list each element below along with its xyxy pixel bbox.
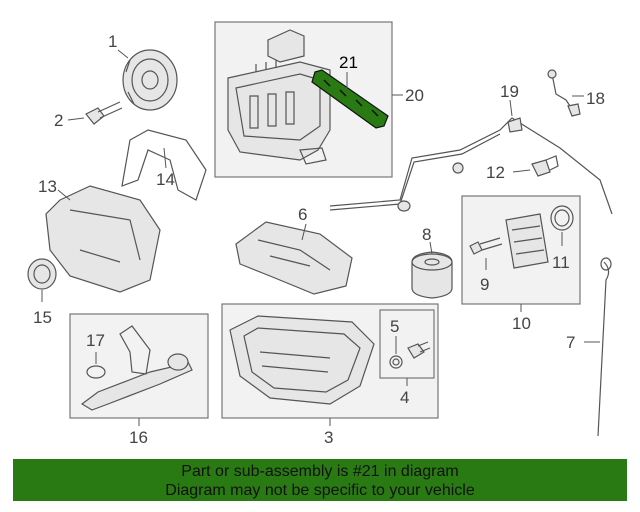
pulley-bolt-2[interactable] — [85, 101, 123, 125]
timing-cover-13[interactable] — [45, 185, 161, 293]
info-banner: Part or sub-assembly is #21 in diagram D… — [13, 459, 627, 501]
oil-sensor-18[interactable] — [547, 69, 581, 117]
oil-baffle-6[interactable] — [235, 221, 353, 295]
callout-20[interactable]: 20 — [405, 86, 424, 105]
banner-line-2: Diagram may not be specific to your vehi… — [165, 482, 475, 499]
callout-17[interactable]: 17 — [86, 331, 105, 350]
callout-15[interactable]: 15 — [33, 308, 52, 327]
oil-pump-pickup[interactable] — [80, 325, 193, 411]
crank-seal-15[interactable] — [27, 258, 57, 290]
callout-18[interactable]: 18 — [586, 89, 605, 108]
callout-19[interactable]: 19 — [500, 82, 519, 101]
callout-16[interactable]: 16 — [129, 428, 148, 447]
dipstick-7[interactable] — [597, 257, 612, 437]
oil-cooler[interactable] — [505, 213, 549, 269]
callout-8[interactable]: 8 — [422, 225, 431, 244]
callout-21[interactable]: 21 — [339, 53, 358, 72]
callout-14[interactable]: 14 — [156, 170, 175, 189]
callout-7[interactable]: 7 — [566, 333, 575, 352]
drain-plug-5[interactable] — [407, 341, 431, 359]
callout-11[interactable]: 11 — [552, 253, 570, 272]
callout-6[interactable]: 6 — [298, 205, 307, 224]
callout-10[interactable]: 10 — [512, 314, 531, 333]
group-box-4 — [379, 309, 435, 379]
dipstick-tube-19[interactable] — [329, 117, 613, 215]
oil-cooler-seal-11[interactable] — [550, 205, 574, 231]
front-cover-gasket-14[interactable] — [121, 129, 207, 201]
callout-5[interactable]: 5 — [390, 317, 399, 336]
intake-gasket-21[interactable] — [311, 69, 389, 129]
intake-manifold[interactable] — [227, 29, 331, 165]
callout-2[interactable]: 2 — [54, 111, 63, 130]
o-ring-17[interactable] — [86, 365, 106, 379]
callout-3[interactable]: 3 — [324, 428, 333, 447]
banner-line-1: Part or sub-assembly is #21 in diagram — [181, 463, 459, 480]
parts-diagram: 21 20 1 2 14 13 15 6 — [27, 21, 613, 447]
callout-4[interactable]: 4 — [400, 388, 409, 407]
callout-9[interactable]: 9 — [480, 275, 489, 294]
oil-pressure-switch-12[interactable] — [531, 155, 559, 177]
cooler-bolt-9[interactable] — [469, 237, 503, 255]
oil-pan-3[interactable] — [229, 315, 375, 405]
callout-12[interactable]: 12 — [486, 163, 505, 182]
drain-washer-4[interactable] — [389, 355, 403, 369]
callout-13[interactable]: 13 — [38, 177, 57, 196]
callout-1[interactable]: 1 — [108, 32, 117, 51]
oil-filter-8[interactable] — [411, 251, 453, 299]
crank-pulley-1[interactable] — [122, 49, 178, 111]
